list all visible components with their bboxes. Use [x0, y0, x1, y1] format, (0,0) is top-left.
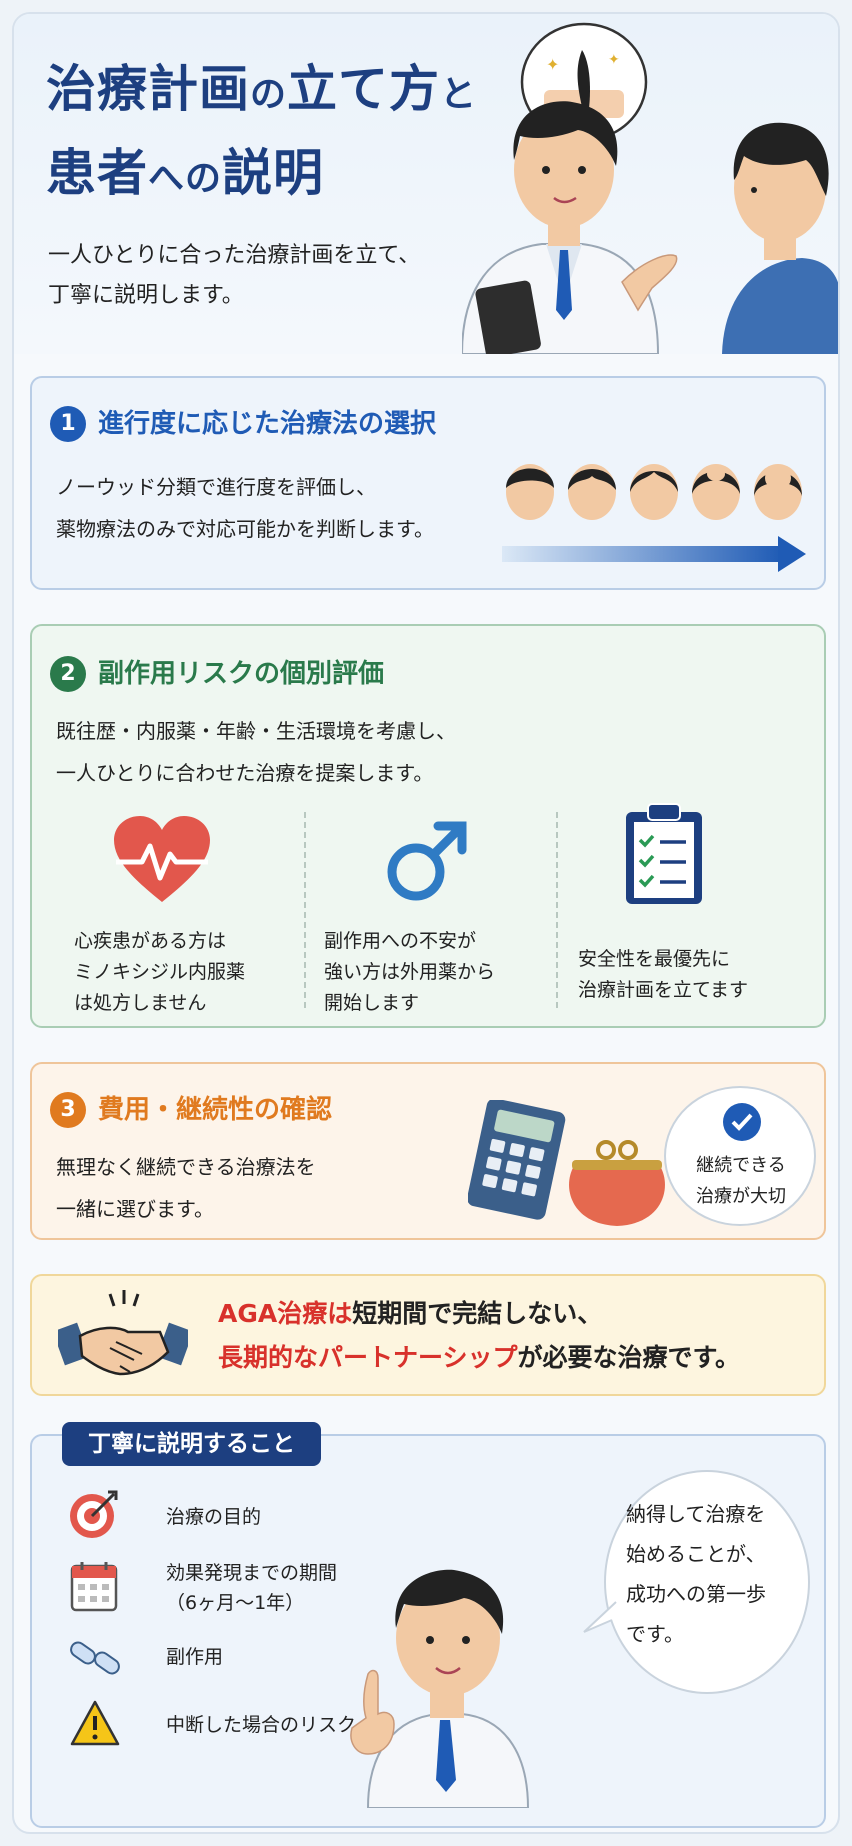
column-divider [556, 812, 558, 1008]
explain-card: 丁寧に説明すること 治療の目的 効果発現までの期間 （6ヶ月〜1年） 副作用 [30, 1422, 826, 1828]
column1-text: 心疾患がある方は ミノキシジル内服薬 は処方しません [74, 930, 246, 1014]
step2-number-badge: 2 [50, 656, 86, 692]
explain-item-side-effects: 副作用 [166, 1646, 224, 1668]
warning-icon [70, 1700, 120, 1746]
doctor-patient-illustration: ✦ ✦ [462, 22, 838, 354]
patient-figure [722, 122, 838, 354]
explain-bubble-text: 納得して治療を 始めることが、 成功への第一歩 です。 [626, 1502, 766, 1646]
calendar-icon [70, 1562, 118, 1612]
step3-number-badge: 3 [50, 1092, 86, 1128]
step3-card: 3 費用・継続性の確認 無理なく継続できる治療法を 一緒に選びます。 [30, 1062, 826, 1240]
male-symbol-icon [387, 821, 467, 901]
page-title: 治療計画の立て方と 患者への説明 [46, 60, 478, 202]
step3-text: 無理なく継続できる治療法を 一緒に選びます。 [56, 1155, 316, 1221]
pill-capsule-icon [70, 1641, 120, 1675]
svg-text:✦: ✦ [608, 52, 620, 68]
step1-card: 1 進行度に応じた治療法の選択 ノーウッド分類で進行度を評価し、 薬物療法のみで… [30, 376, 826, 590]
explain-item-risk: 中断した場合のリスク [166, 1714, 357, 1736]
explain-item-period: 効果発現までの期間 （6ヶ月〜1年） [166, 1562, 338, 1614]
progression-arrow-icon [502, 536, 806, 572]
doctor-figure [462, 101, 678, 354]
step2-card: 2 副作用リスクの個別評価 既往歴・内服薬・年齢・生活環境を考慮し、 一人ひとり… [30, 624, 826, 1028]
step2-title: 副作用リスクの個別評価 [98, 659, 385, 689]
step1-number-badge: 1 [50, 406, 86, 442]
column3-text: 安全性を最優先に 治療計画を立てます [578, 948, 749, 1001]
explain-tag: 丁寧に説明すること [62, 1422, 321, 1466]
head-stage-4-icon [692, 464, 740, 520]
head-stage-1-icon [506, 464, 554, 520]
partnership-banner: AGA治療は短期間で完結しない、 長期的なパートナーシップが必要な治療です。 [30, 1274, 826, 1396]
head-stage-2-icon [568, 464, 616, 520]
head-stage-5-icon [754, 464, 802, 520]
target-icon [70, 1490, 118, 1538]
partnership-text: AGA治療は短期間で完結しない、 長期的なパートナーシップが必要な治療です。 [218, 1299, 741, 1372]
column-divider [304, 812, 306, 1008]
coin-purse-icon [569, 1140, 665, 1226]
doctor-pointing-illustration [350, 1569, 530, 1808]
calculator-icon [468, 1100, 566, 1220]
infographic-page: 治療計画の立て方と 患者への説明 一人ひとりに合った治療計画を立て、 丁寧に説明… [12, 12, 840, 1834]
norwood-scale-illustration [502, 464, 806, 572]
step2-text: 既往歴・内服薬・年齢・生活環境を考慮し、 一人ひとりに合わせた治療を提案します。 [56, 719, 456, 785]
handshake-icon [58, 1290, 188, 1376]
page-subtitle: 一人ひとりに合った治療計画を立て、 丁寧に説明します。 [48, 243, 421, 308]
header: 治療計画の立て方と 患者への説明 一人ひとりに合った治療計画を立て、 丁寧に説明… [14, 14, 838, 354]
svg-text:✦: ✦ [546, 55, 559, 74]
heart-pulse-icon [114, 816, 210, 902]
check-circle-icon [723, 1103, 761, 1141]
explain-item-purpose: 治療の目的 [166, 1506, 262, 1528]
step1-text: ノーウッド分類で進行度を評価し、 薬物療法のみで対応可能かを判断します。 [56, 475, 434, 541]
step3-title: 費用・継続性の確認 [98, 1095, 333, 1125]
head-stage-3-icon [630, 464, 678, 520]
step1-title: 進行度に応じた治療法の選択 [98, 409, 437, 439]
column2-text: 副作用への不安が 強い方は外用薬から 開始します [324, 930, 496, 1014]
clipboard-check-icon [626, 803, 702, 904]
step3-bubble-text: 継続できる 治療が大切 [696, 1155, 786, 1207]
explain-speech-bubble [604, 1470, 810, 1694]
speech-bubble-tail [583, 1601, 617, 1633]
